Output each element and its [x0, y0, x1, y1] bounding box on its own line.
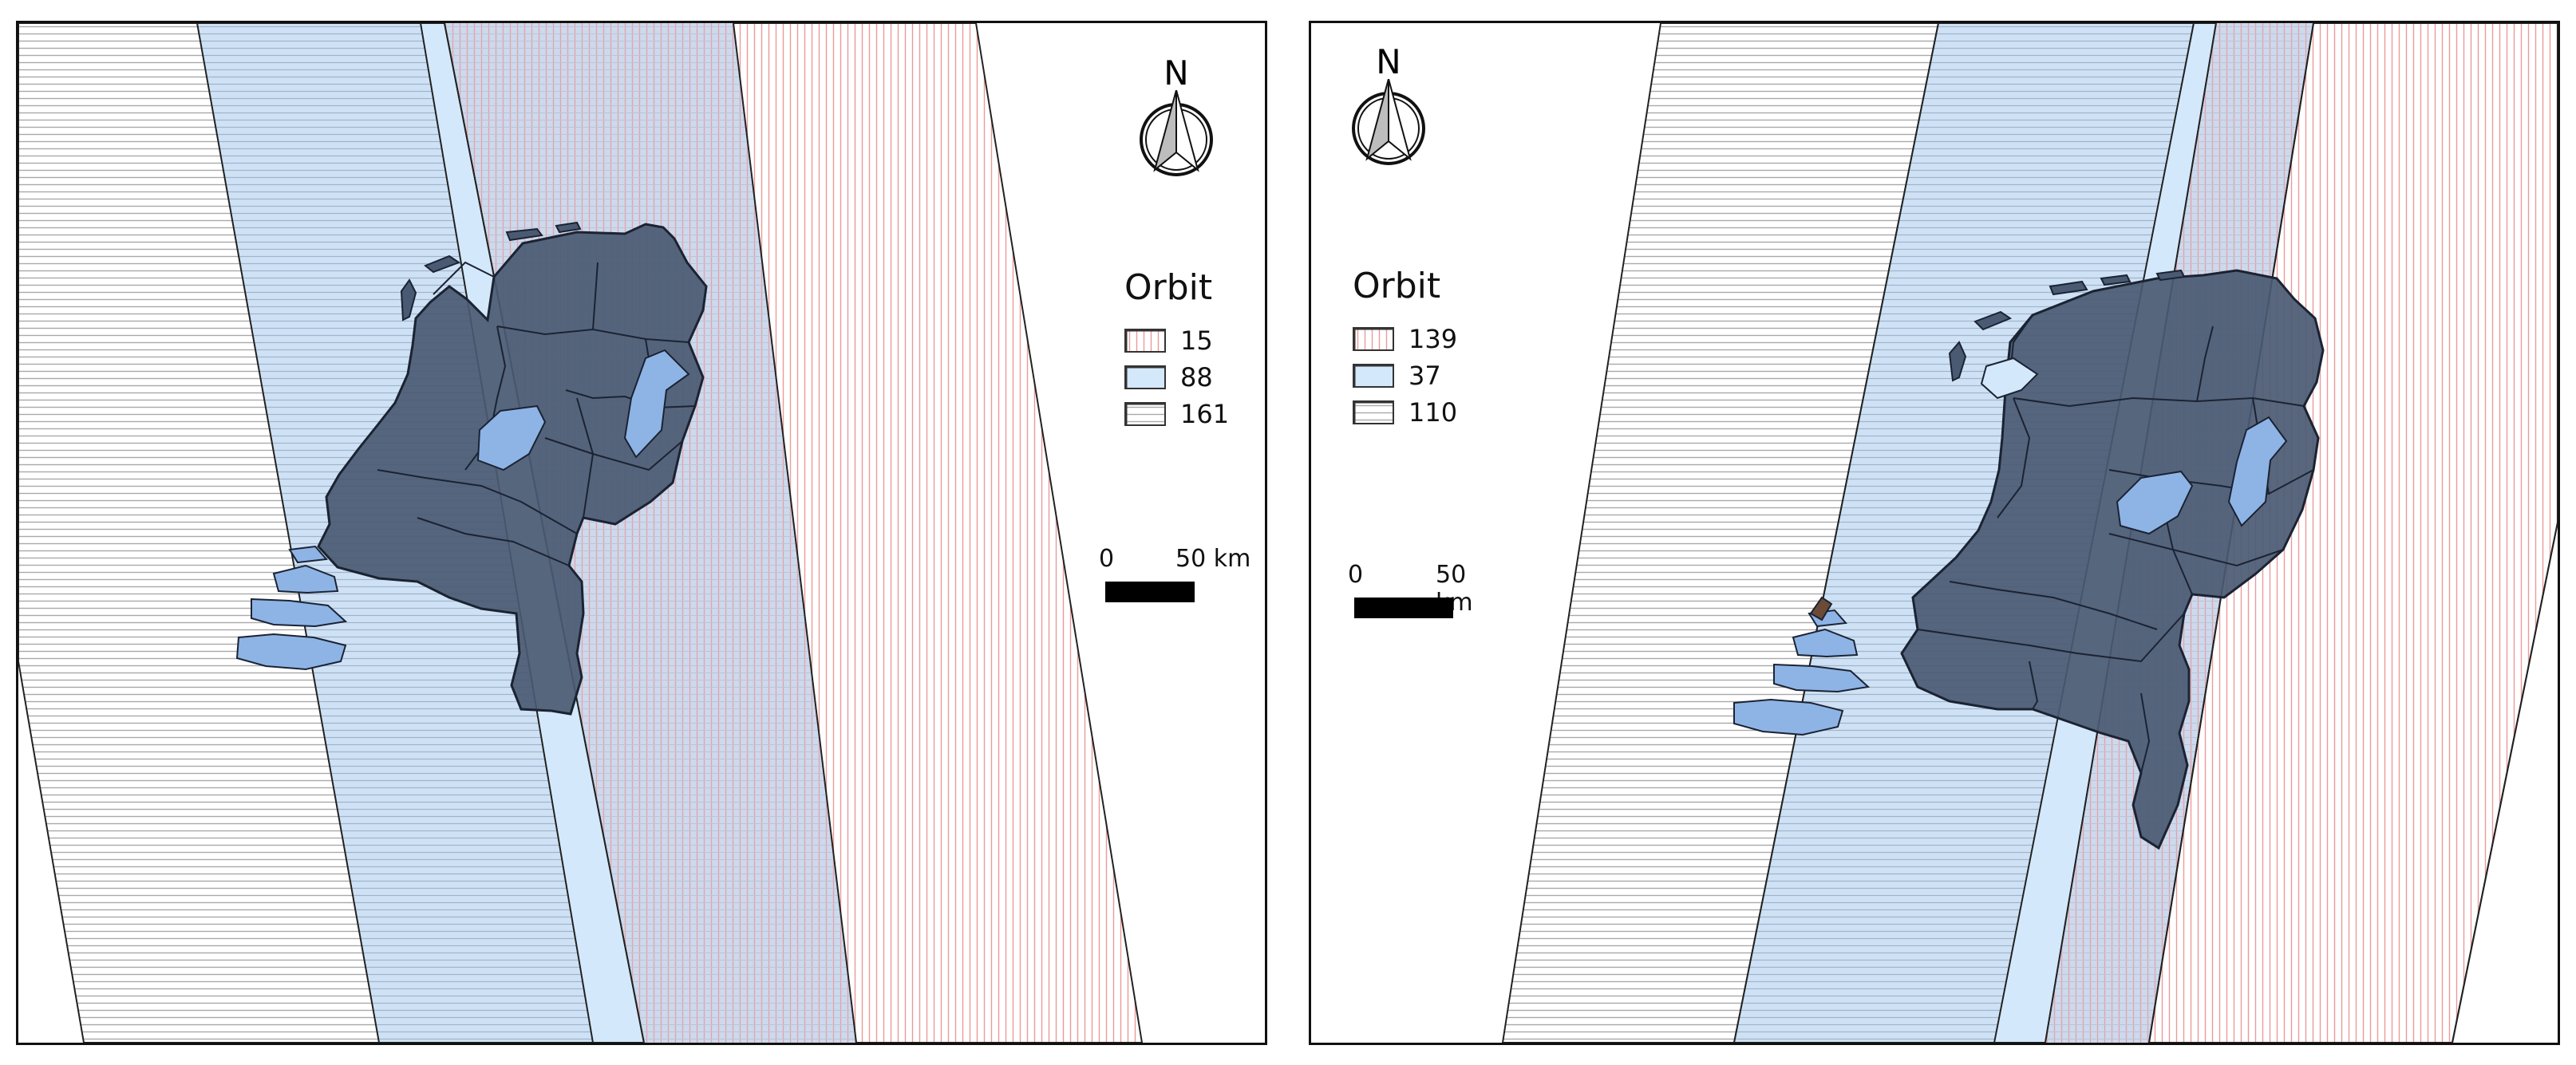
delta-water-regions: [1733, 609, 1871, 736]
legend-swatch-red: [1353, 327, 1394, 351]
legend-item-red: 15: [1124, 322, 1229, 359]
swath-map-right: [1501, 23, 2558, 1043]
legend-item-grey: 161: [1124, 396, 1229, 432]
legend-label: 110: [1409, 397, 1458, 428]
legend-swatch-blue: [1353, 364, 1394, 388]
legend-label: 88: [1180, 362, 1213, 392]
legend-swatch-red: [1124, 329, 1166, 353]
legend-title: Orbit: [1353, 266, 1441, 306]
map-panel-left: N Orbit 15 88 161: [16, 21, 1267, 1045]
lake-region-east: [2116, 470, 2194, 535]
province-boundaries: [1917, 314, 2314, 774]
scale-bar: 0 50 km: [1348, 561, 1507, 633]
legend: Orbit 139 37 110: [1353, 266, 1457, 431]
north-label: N: [1164, 53, 1189, 93]
legend-label: 37: [1409, 361, 1441, 391]
swath-orbit-grey: [1501, 23, 1940, 1043]
lake-region: [476, 404, 547, 471]
scale-bar-fill: [1105, 582, 1195, 602]
legend-label: 15: [1180, 325, 1213, 356]
legend-item-blue: 88: [1124, 359, 1229, 396]
land-mass: [1733, 269, 2325, 850]
scale-zero-label: 0: [1348, 561, 1364, 589]
scale-distance-label: 50 km: [1175, 545, 1251, 573]
lake-region: [1980, 357, 2039, 400]
north-arrow: N: [1132, 53, 1220, 183]
north-arrow-icon: [1140, 90, 1213, 176]
legend-swatch-grey: [1353, 400, 1394, 424]
legend-swatch-blue: [1124, 365, 1166, 389]
east-water-region: [2227, 416, 2288, 527]
north-arrow: N: [1345, 42, 1432, 172]
legend: Orbit 15 88 161: [1124, 267, 1229, 432]
land-mass: [235, 221, 708, 716]
east-water-region: [623, 349, 690, 459]
legend-item-grey: 110: [1353, 394, 1457, 431]
scale-bar-fill: [1354, 598, 1453, 618]
swath-orbit-grey: [18, 23, 393, 1043]
legend-item-red: 139: [1353, 321, 1457, 357]
north-label: N: [1376, 42, 1401, 81]
delta-water-regions: [235, 545, 348, 671]
legend-title: Orbit: [1124, 267, 1213, 308]
legend-item-blue: 37: [1353, 357, 1457, 394]
province-boundaries: [377, 261, 696, 566]
map-panel-right: N Orbit 139 37 110: [1309, 21, 2560, 1045]
scale-bar: 0 50 km: [1099, 545, 1258, 617]
legend-label: 139: [1409, 324, 1458, 354]
north-arrow-icon: [1352, 79, 1425, 165]
swath-map-left: [18, 23, 1144, 1043]
legend-label: 161: [1180, 399, 1230, 429]
legend-swatch-grey: [1124, 402, 1166, 426]
scale-zero-label: 0: [1099, 545, 1115, 573]
